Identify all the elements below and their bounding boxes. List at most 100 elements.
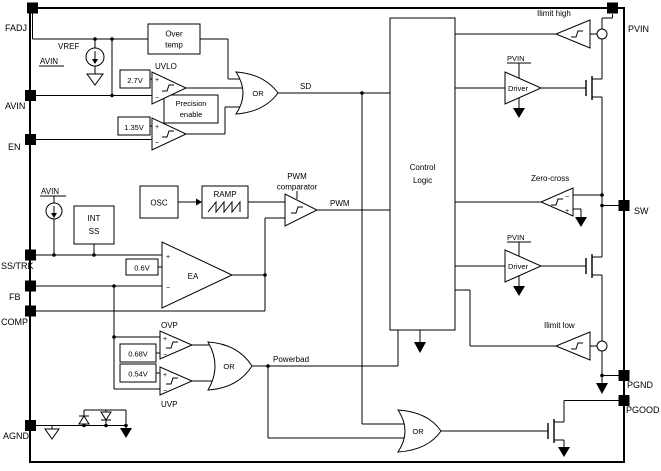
hysteresis-icon	[162, 84, 174, 92]
precision-enable-label-box	[163, 94, 219, 124]
control-logic-ground-icon	[414, 342, 426, 353]
pin-label-ss-trk: SS/TRK	[1, 261, 34, 271]
pin-label-en: EN	[8, 142, 21, 152]
driver-high-ground-icon	[513, 108, 525, 118]
driver-high-block	[504, 71, 543, 105]
ilimit-high-sense	[596, 28, 608, 40]
enable-plus-sign: +	[155, 124, 159, 131]
int-ss-label-1: INT	[88, 214, 101, 223]
uvlo-plus-sign: +	[155, 77, 159, 84]
uvlo-comparator	[151, 71, 188, 105]
pin-fadj	[27, 2, 38, 14]
uvlo-label: UVLO	[155, 62, 177, 71]
ea-reference: 0.6V	[134, 264, 149, 273]
pin-label-avin: AVIN	[5, 101, 25, 111]
or-pgood-label: OR	[412, 427, 424, 436]
diode-down	[100, 411, 112, 421]
hysteresis-icon	[162, 130, 174, 138]
uvlo-minus-sign: −	[155, 95, 159, 102]
precision-enable-comparator	[151, 117, 188, 151]
pgnd-ground-icon	[596, 383, 608, 394]
zero-cross-label: Zero-cross	[531, 174, 569, 183]
sawtooth-icon	[207, 200, 241, 214]
pin-label-sw: SW	[634, 206, 649, 216]
pwm-net-label: PWM	[330, 199, 350, 208]
decorations	[39, 30, 608, 457]
control-logic-label-1: Control	[410, 163, 436, 172]
ramp-label: RAMP	[213, 190, 236, 199]
ilimit-high-label: Ilimit high	[537, 9, 571, 18]
zero-cross-minus-sign: −	[565, 194, 569, 201]
pwm-comparator-label-2: comparator	[277, 183, 318, 192]
hysteresis-icon	[166, 377, 178, 385]
zero-cross-plus-sign: +	[565, 208, 569, 215]
osc-label: OSC	[150, 199, 168, 208]
hysteresis-icon	[571, 342, 583, 350]
ovp-comparator	[159, 330, 194, 360]
zero-cross-ground-icon	[575, 217, 587, 227]
hysteresis-icon	[551, 198, 563, 206]
pwm-comparator	[284, 193, 319, 227]
ea-minus-sign: −	[166, 285, 170, 292]
driver-high-label: Driver	[508, 84, 529, 93]
hysteresis-icon	[166, 341, 178, 349]
enable-threshold-box	[117, 116, 151, 136]
osc-block	[139, 185, 179, 219]
hysteresis-icon	[571, 30, 583, 38]
uvp-label: UVP	[161, 400, 177, 409]
analog-ground-symbol	[86, 73, 104, 86]
enable-threshold: 1.35V	[124, 123, 144, 132]
vref-label: VREF	[58, 42, 79, 51]
or-shutdown-label: OR	[252, 89, 264, 98]
agnd-pgnd-ground-icon	[120, 428, 132, 438]
uvp-plus-sign: +	[163, 372, 167, 379]
ilimit-low-label: Ilimit low	[544, 321, 575, 330]
uvp-minus-sign: −	[163, 388, 167, 395]
uvp-comparator	[159, 366, 194, 396]
pin-ss-trk	[25, 249, 36, 261]
driver-low-ground-icon	[513, 286, 525, 296]
control-logic-label-2: Logic	[413, 176, 432, 185]
precision-enable-label-2: enable	[180, 110, 203, 119]
error-amplifier	[161, 241, 234, 309]
wires	[29, 7, 625, 463]
pgood-ground-icon	[558, 447, 570, 457]
pin-agnd	[25, 420, 36, 431]
or-gate-pgood	[397, 409, 442, 453]
ovp-threshold: 0.68V	[128, 350, 148, 359]
pin-label-pvin: PVIN	[628, 24, 649, 34]
ea-plus-sign: +	[166, 254, 170, 261]
powerbad-net-label: Powerbad	[273, 355, 309, 364]
int-ss-label-2: SS	[89, 227, 100, 236]
avin-net-label: AVIN	[40, 57, 58, 66]
over-temp-block	[147, 23, 201, 55]
junction-dots	[52, 37, 604, 428]
pin-label-comp: COMP	[1, 317, 28, 327]
control-logic-block	[389, 17, 456, 331]
ovp-threshold-box	[119, 343, 157, 363]
ea-label: EA	[188, 272, 199, 281]
pin-label-pgood: PGOOD	[626, 405, 660, 415]
over-temp-label-2: temp	[165, 41, 183, 50]
pin-en	[25, 134, 36, 145]
pin-label-fadj: FADJ	[5, 23, 27, 33]
or-gate-powerbad	[207, 341, 253, 391]
or-powerbad-label: OR	[223, 362, 235, 371]
avin-ss-net-label: AVIN	[41, 187, 59, 196]
uvp-threshold-box	[119, 363, 157, 383]
vref-arrow-icon	[92, 59, 98, 64]
precision-enable-label-1: Precision	[176, 99, 207, 108]
labels: FADJ AVIN EN SS/TRK FB COMP AGND PVIN SW…	[1, 9, 660, 441]
uvp-threshold: 0.54V	[128, 370, 148, 379]
pin-pgood	[618, 395, 630, 406]
pin-sw	[618, 200, 630, 211]
hysteresis-icon	[291, 206, 303, 214]
shapes	[25, 2, 630, 453]
pin-pvin	[607, 2, 618, 14]
pin-label-fb: FB	[9, 292, 21, 302]
driver-low-supply: PVIN	[507, 233, 525, 242]
uvlo-threshold: 2.7V	[127, 76, 142, 85]
ilimit-low-comparator	[554, 331, 591, 361]
int-ss-block	[73, 205, 115, 245]
